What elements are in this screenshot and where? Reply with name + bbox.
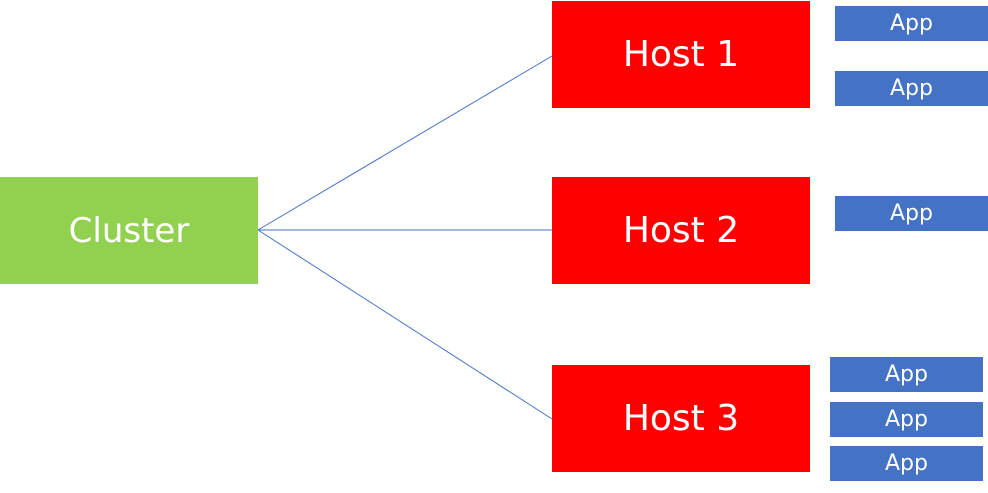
host-3-app-3[interactable]: App bbox=[830, 446, 983, 481]
host-3-node[interactable]: Host 3 bbox=[552, 365, 810, 472]
cluster-node[interactable]: Cluster bbox=[0, 177, 258, 284]
app-label: App bbox=[890, 11, 933, 36]
host-2-node[interactable]: Host 2 bbox=[552, 177, 810, 284]
app-label: App bbox=[885, 362, 928, 387]
host-3-app-1[interactable]: App bbox=[830, 357, 983, 392]
app-label: App bbox=[885, 451, 928, 476]
host-1-node[interactable]: Host 1 bbox=[552, 1, 810, 108]
host-2-label: Host 2 bbox=[622, 210, 740, 251]
host-3-app-2[interactable]: App bbox=[830, 402, 983, 437]
host-1-app-1[interactable]: App bbox=[835, 6, 988, 41]
connector-cluster-host-1 bbox=[257, 55, 553, 231]
host-2-app-1[interactable]: App bbox=[835, 196, 988, 231]
app-label: App bbox=[890, 76, 933, 101]
app-label: App bbox=[890, 201, 933, 226]
host-1-app-2[interactable]: App bbox=[835, 71, 988, 106]
connector-cluster-host-3 bbox=[257, 229, 553, 420]
app-label: App bbox=[885, 407, 928, 432]
host-1-label: Host 1 bbox=[622, 34, 740, 75]
host-3-label: Host 3 bbox=[622, 398, 740, 439]
cluster-label: Cluster bbox=[68, 210, 190, 251]
